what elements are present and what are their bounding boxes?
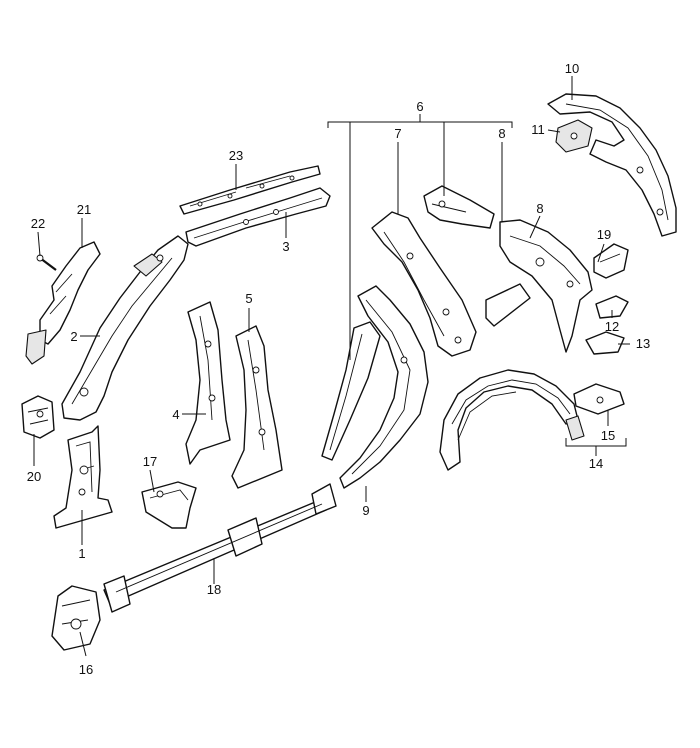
callout-18: 18 — [207, 582, 221, 597]
callout-14: 14 — [589, 456, 603, 471]
callout-16: 16 — [79, 662, 93, 677]
part-19-bracket — [593, 243, 629, 279]
callout-19: 19 — [597, 227, 611, 242]
callout-8b: 8 — [536, 201, 543, 216]
part-5-b-pillar-outer — [231, 325, 283, 489]
part-12-bracket — [595, 295, 629, 319]
part-16-front-bracket — [51, 585, 101, 651]
part-8-quarter-inner — [485, 219, 593, 353]
part-17-block — [141, 481, 197, 529]
callout-5: 5 — [245, 291, 252, 306]
callout-11: 11 — [531, 122, 545, 137]
callout-15: 15 — [601, 428, 615, 443]
callout-21: 21 — [77, 202, 91, 217]
callout-4: 4 — [172, 407, 179, 422]
part-20-bracket — [21, 395, 55, 439]
part-6-upper-piece — [423, 185, 495, 229]
part-9-rear-pillar — [339, 285, 429, 489]
callout-3: 3 — [282, 239, 289, 254]
part-15-plate — [573, 383, 625, 415]
callout-20: 20 — [27, 469, 41, 484]
callout-17: 17 — [143, 454, 157, 469]
leader-lines — [33, 76, 630, 657]
part-11-bracket — [555, 119, 593, 153]
callout-9: 9 — [362, 503, 369, 518]
callout-7: 7 — [394, 126, 401, 141]
part-10-quarter-upper — [547, 93, 677, 237]
callout-22: 22 — [31, 216, 45, 231]
callout-6: 6 — [416, 99, 423, 114]
callout-23: 23 — [229, 148, 243, 163]
part-18-sill-rail — [103, 483, 337, 613]
callout-12: 12 — [605, 319, 619, 334]
callout-1: 1 — [78, 546, 85, 561]
part-4-b-pillar-inner — [185, 301, 231, 465]
callout-8a: 8 — [498, 126, 505, 141]
callout-2: 2 — [70, 329, 77, 344]
part-21-bracket — [25, 241, 101, 365]
part-2-a-pillar-rail — [61, 235, 189, 421]
callout-10: 10 — [565, 61, 579, 76]
part-14-wheel-house — [439, 369, 585, 471]
part-7-c-pillar-inner — [371, 211, 477, 357]
part-3-roof-rail — [185, 187, 331, 247]
part-23-roof-strip — [179, 165, 321, 215]
callout-13: 13 — [636, 336, 650, 351]
part-13-bracket — [585, 331, 625, 355]
part-22-bolt — [36, 254, 57, 271]
part-6-door-strip — [321, 321, 381, 461]
part-1-a-pillar-lower — [53, 425, 113, 529]
